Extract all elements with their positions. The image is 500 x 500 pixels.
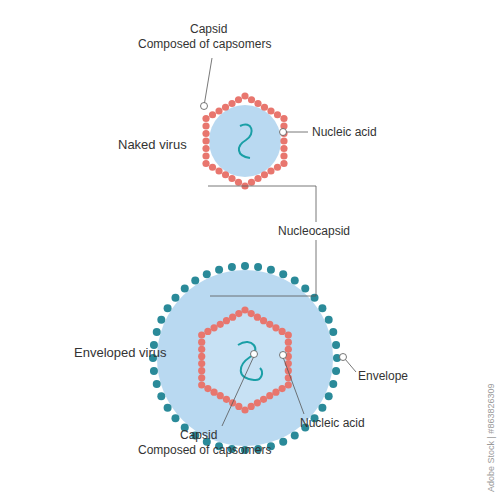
part-label: Nucleic acid bbox=[300, 416, 365, 430]
part-label: Capsid bbox=[180, 428, 217, 442]
naked-nucleic-acid bbox=[239, 125, 252, 158]
part-label: Composed of capsomers bbox=[138, 37, 271, 51]
part-label: Nucleic acid bbox=[312, 125, 377, 139]
part-label: Nucleocapsid bbox=[278, 224, 350, 238]
inner-capsid-fill bbox=[202, 310, 289, 410]
leader-lines bbox=[204, 58, 356, 426]
virus-type-label: Naked virus bbox=[118, 138, 187, 152]
naked-capsid bbox=[202, 92, 287, 189]
part-label: Capsid bbox=[190, 22, 227, 36]
naked-virus-core bbox=[209, 105, 281, 177]
enveloped-nucleic-acid bbox=[238, 342, 262, 380]
enveloped-capsid bbox=[198, 306, 292, 413]
virus-type-label: Enveloped virus bbox=[74, 346, 167, 360]
part-label: Envelope bbox=[358, 369, 408, 383]
watermark: Adobe Stock | #863826309 bbox=[484, 384, 498, 492]
part-label: Composed of capsomers bbox=[138, 443, 271, 457]
